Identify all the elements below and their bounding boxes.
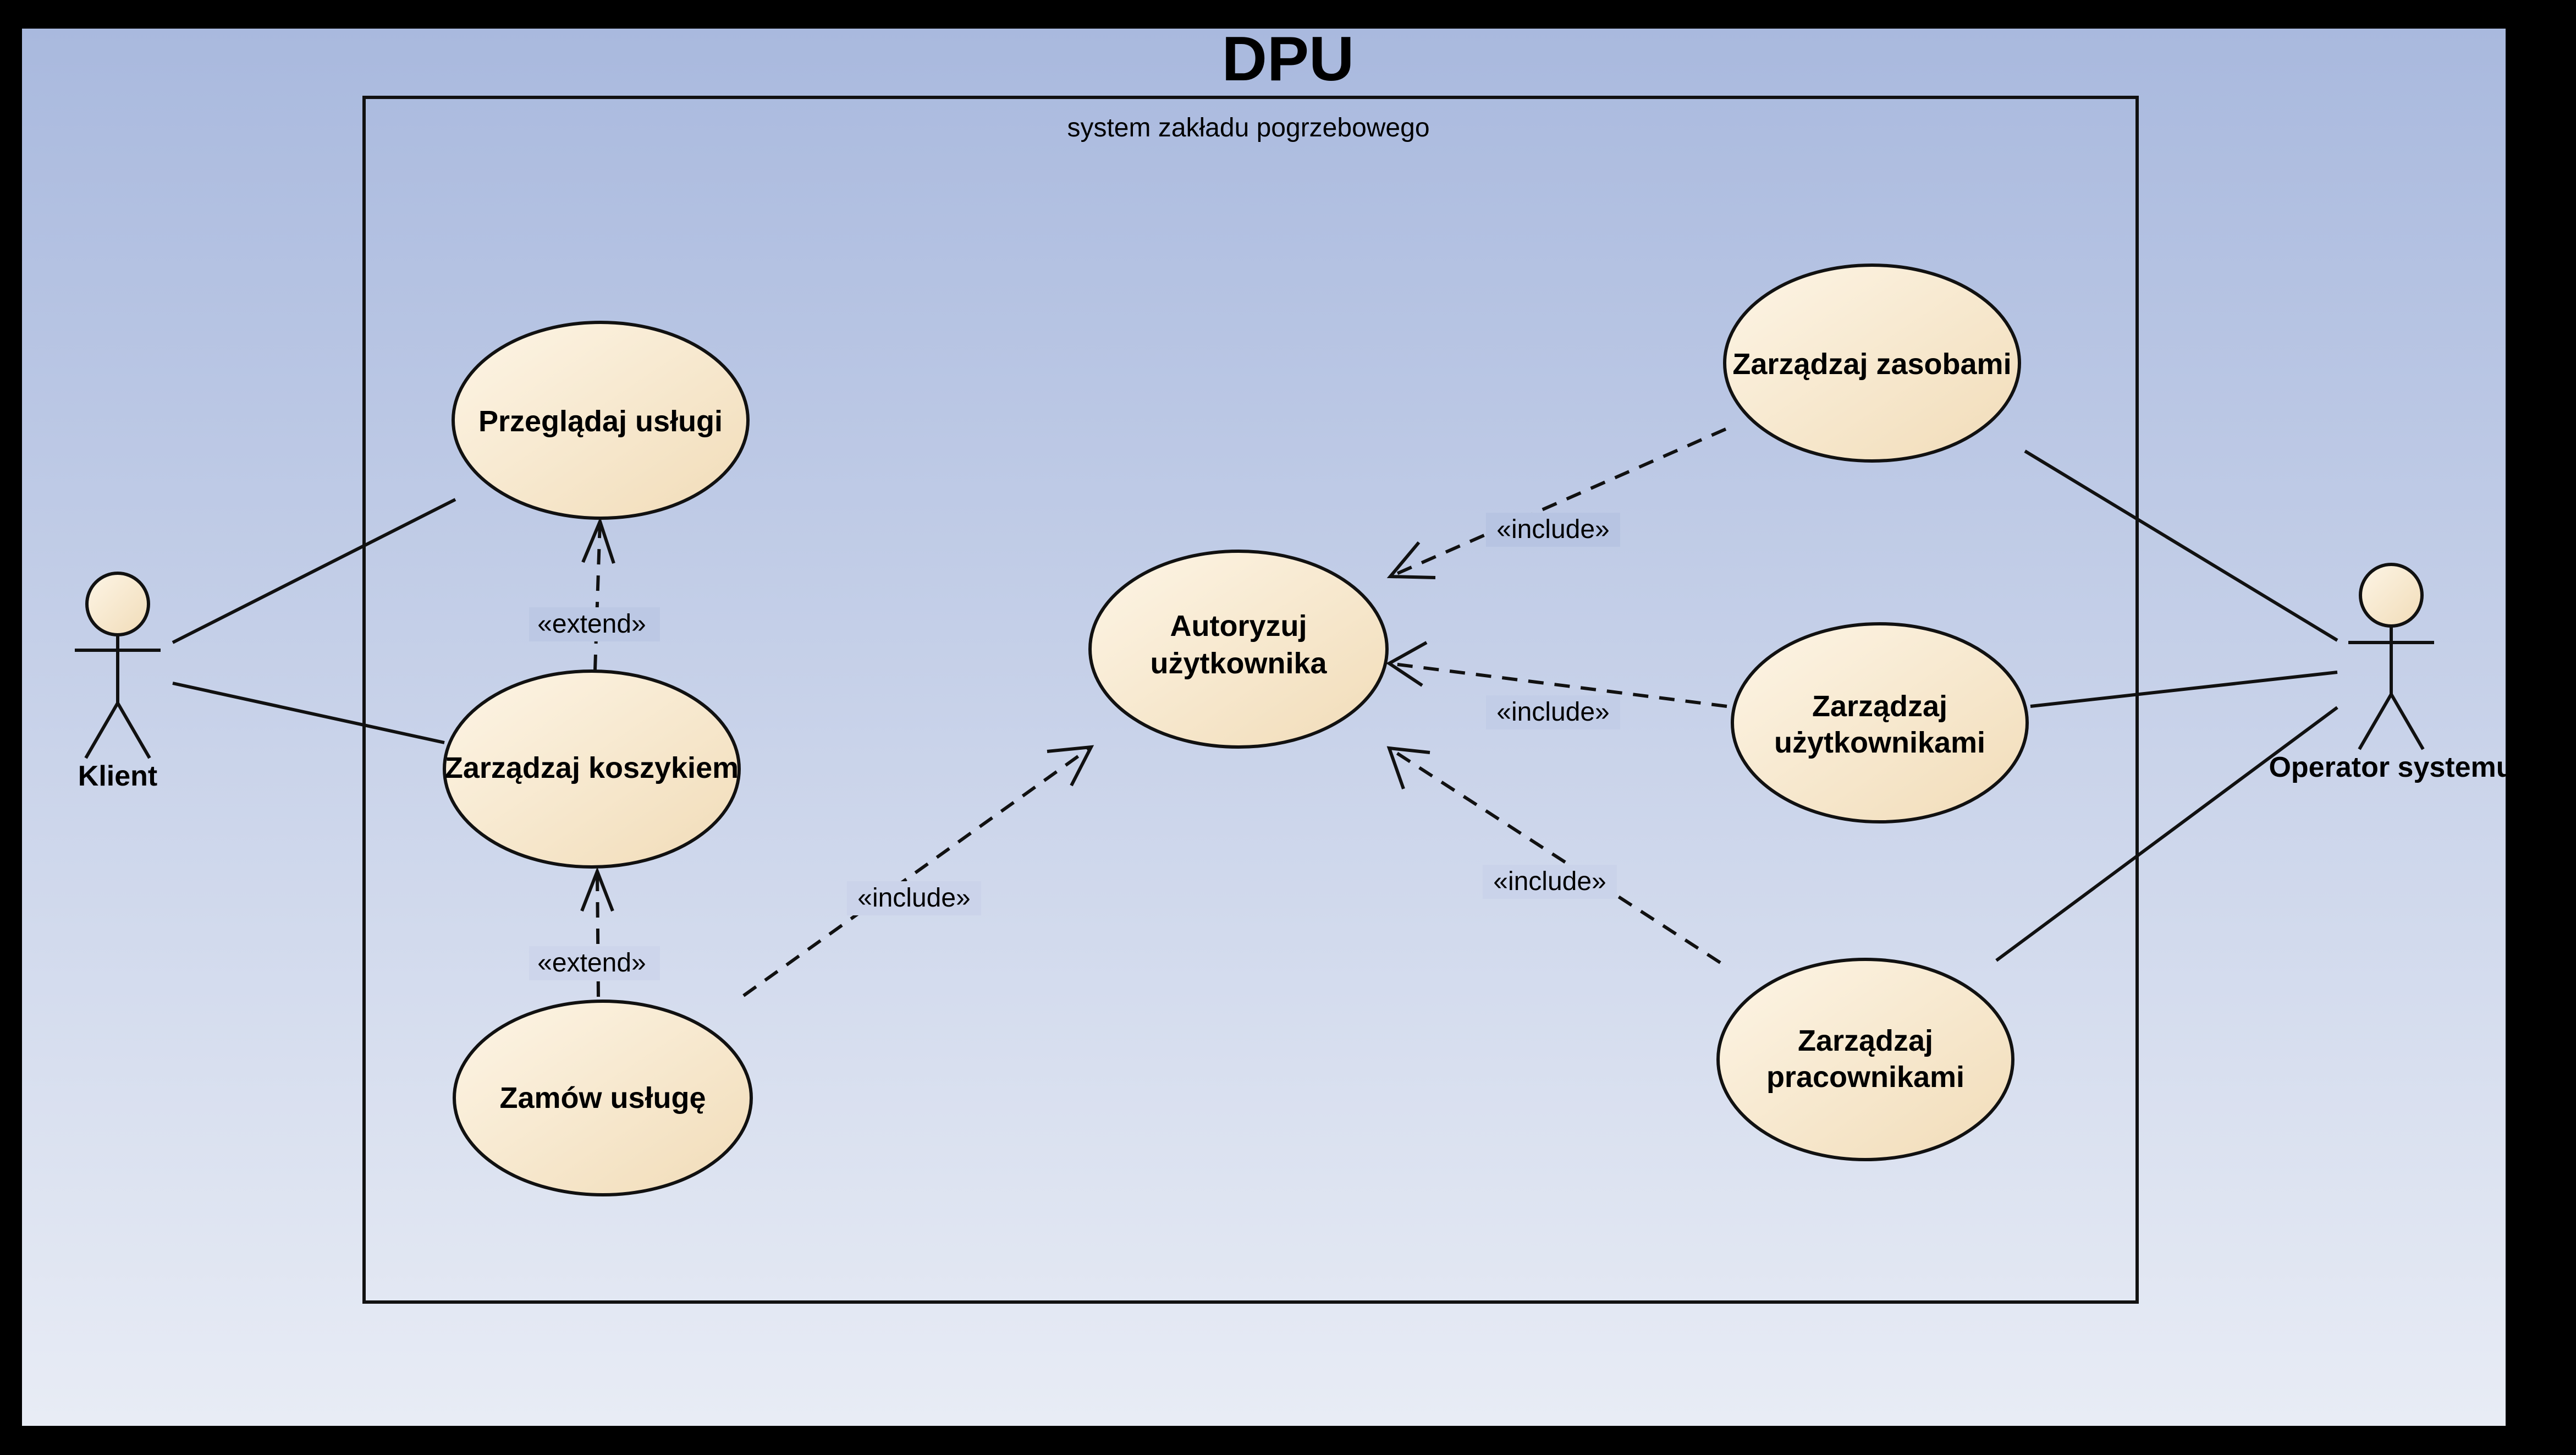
use-case-ellipse xyxy=(1716,958,2014,1161)
use-case-zarzadzaj-koszykiem[interactable]: Zarządzaj koszykiem xyxy=(443,669,741,869)
include-arrowhead-4 xyxy=(1386,746,1430,789)
diagram-title: DPU xyxy=(1222,24,1355,94)
association-operator-zasoby xyxy=(2024,449,2338,642)
extend-arrowhead-2 xyxy=(580,866,614,912)
include-arrowhead-3 xyxy=(1386,641,1428,687)
actor-right-leg xyxy=(116,702,151,759)
actor-head xyxy=(2359,563,2424,628)
include-label-4: «include» xyxy=(1493,867,1606,896)
extend-label-bg-1 xyxy=(529,607,660,641)
actor-head xyxy=(85,572,150,636)
use-case-ellipse xyxy=(1088,550,1389,749)
include-arrowhead-1 xyxy=(1047,745,1094,787)
use-case-label-line-2: użytkownikami xyxy=(1774,726,1985,759)
association-klient-koszyk xyxy=(172,682,445,744)
use-case-autoryzuj-uzytkownika[interactable]: Autoryzuj użytkownika xyxy=(1088,550,1389,749)
include-zasoby-autoryzuj xyxy=(1389,427,1727,578)
extend-arrowhead-1 xyxy=(581,517,615,564)
include-zamow-autoryzuj xyxy=(742,745,1092,997)
association-operator-pracownicy xyxy=(1995,706,2338,962)
use-case-ellipse xyxy=(453,1000,753,1196)
use-case-ellipse xyxy=(443,669,741,869)
actor-klient[interactable]: Klient xyxy=(75,572,161,792)
extend-zamow-koszyk xyxy=(596,871,600,997)
actor-left-leg xyxy=(2358,693,2393,750)
include-label-bg-3 xyxy=(1486,695,1620,729)
include-arrowhead-2 xyxy=(1386,541,1436,579)
use-case-label: Zarządzaj zasobami xyxy=(1732,348,2011,381)
actor-label: Operator systemu xyxy=(2269,751,2513,783)
use-case-label-line-1: Zarządzaj xyxy=(1812,690,1947,723)
system-boundary xyxy=(362,96,2139,1304)
use-case-ellipse xyxy=(1731,622,2029,823)
use-case-ellipse xyxy=(452,321,750,520)
use-case-zarzadzaj-pracownikami[interactable]: Zarządzaj pracownikami xyxy=(1716,958,2014,1161)
include-label-3: «include» xyxy=(1496,698,1610,727)
use-case-label-line-2: użytkownika xyxy=(1150,647,1327,680)
association-klient-przegladaj xyxy=(172,498,456,644)
actor-label: Klient xyxy=(78,760,157,792)
actor-left-leg xyxy=(84,702,119,759)
include-label-2: «include» xyxy=(1496,515,1610,544)
use-case-label: Przeglądaj usługi xyxy=(478,405,723,438)
use-case-ellipse xyxy=(1723,263,2021,463)
extend-label-bg-2 xyxy=(529,946,660,980)
include-label-bg-4 xyxy=(1483,865,1617,899)
system-boundary-label: system zakładu pogrzebowego xyxy=(1067,113,1429,142)
actor-right-leg xyxy=(2390,693,2425,750)
include-label-1: «include» xyxy=(857,883,971,913)
use-case-label: Zamów usługę xyxy=(499,1081,706,1114)
include-label-bg-1 xyxy=(847,881,981,915)
extend-label-1: «extend» xyxy=(537,610,646,639)
use-case-zarzadzaj-uzytkownikami[interactable]: Zarządzaj użytkownikami xyxy=(1731,622,2029,823)
association-operator-uzytkownicy xyxy=(2030,671,2338,708)
use-case-label-line-1: Zarządzaj xyxy=(1798,1024,1933,1057)
use-case-zamow-usluge[interactable]: Zamów usługę xyxy=(453,1000,753,1196)
actor-operator-systemu[interactable]: Operator systemu xyxy=(2269,563,2514,783)
include-label-bg-2 xyxy=(1486,513,1620,547)
include-uzytkownicy-autoryzuj xyxy=(1389,662,1727,708)
use-case-przegladaj-uslugi[interactable]: Przeglądaj usługi xyxy=(452,321,750,520)
use-case-zarzadzaj-zasobami[interactable]: Zarządzaj zasobami xyxy=(1723,263,2021,463)
use-case-label-line-2: pracownikami xyxy=(1766,1061,1964,1094)
extend-label-2: «extend» xyxy=(537,948,646,978)
use-case-label-line-1: Autoryzuj xyxy=(1170,610,1307,643)
include-pracownicy-autoryzuj xyxy=(1388,746,1721,964)
use-case-label: Zarządzaj koszykiem xyxy=(445,751,739,784)
